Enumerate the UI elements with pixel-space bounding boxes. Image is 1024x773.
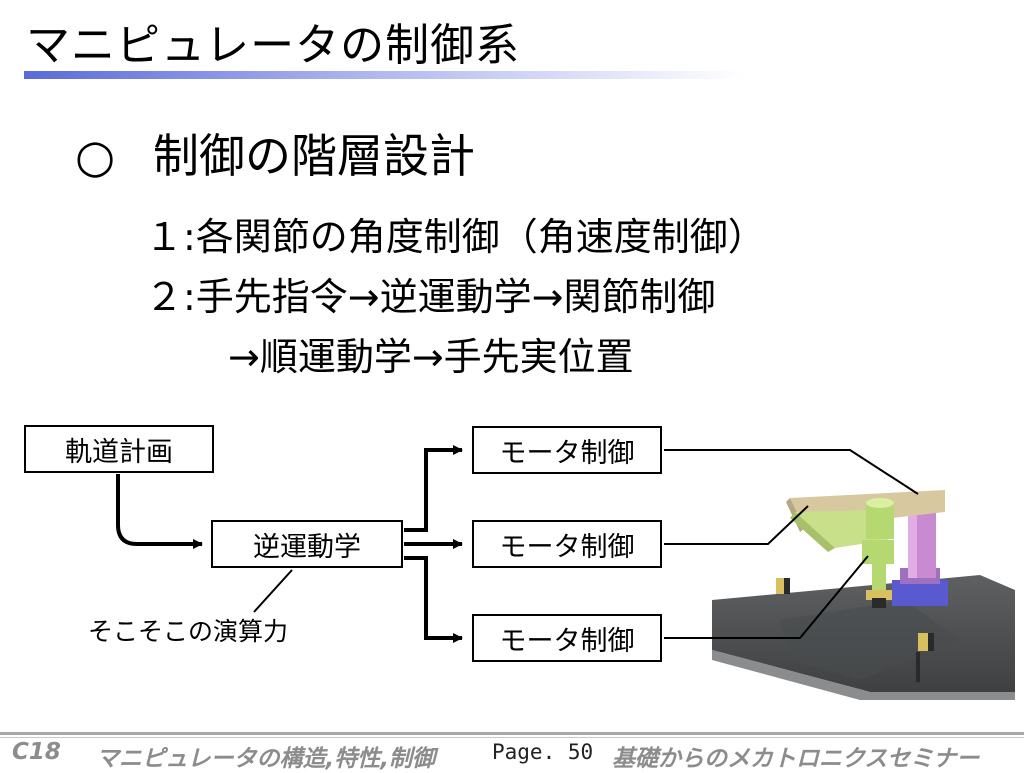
- arrow-ik-to-motor-3: [404, 556, 463, 643]
- footer-rule: [0, 732, 1024, 735]
- heading-text: 制御の階層設計: [153, 129, 475, 183]
- motor-control-box-2: モータ制御: [472, 520, 662, 568]
- computation-annotation: そこそこの演算力: [88, 617, 289, 646]
- item-2-continued: →順運動学→手先実位置: [228, 335, 634, 379]
- item-2: ２:手先指令→逆運動学→関節制御: [145, 275, 716, 319]
- robot-illustration: [712, 490, 1015, 700]
- footer-rule-thin: [0, 737, 1024, 738]
- line-motor-1-to-joint: [664, 449, 919, 495]
- slide-title: マニピュレータの制御系: [26, 20, 521, 71]
- item-1: １:各関節の角度制御（角速度制御）: [145, 215, 766, 259]
- inverse-kinematics-box: 逆運動学: [211, 520, 403, 568]
- motor-control-box-3: モータ制御: [472, 614, 662, 662]
- arrow-traj-to-ik: [116, 474, 203, 549]
- line-motor-3-to-joint: [664, 555, 869, 639]
- trajectory-planning-box: 軌道計画: [24, 425, 214, 473]
- line-motor-2-to-joint: [664, 505, 809, 545]
- arrow-ik-to-motor-1: [404, 445, 463, 532]
- title-underline: [24, 71, 744, 79]
- section-heading: ○ 制御の階層設計: [75, 128, 475, 184]
- footer: C18 マニピュレータの構造,特性,制御 Page. 50 基礎からのメカトロニ…: [0, 739, 1024, 772]
- motor-control-box-1: モータ制御: [472, 426, 662, 474]
- footer-page-number: Page. 50: [492, 740, 594, 764]
- circle-bullet-icon: ○: [75, 129, 116, 183]
- footer-code: C18: [12, 739, 61, 765]
- annotation-leader: [253, 569, 293, 613]
